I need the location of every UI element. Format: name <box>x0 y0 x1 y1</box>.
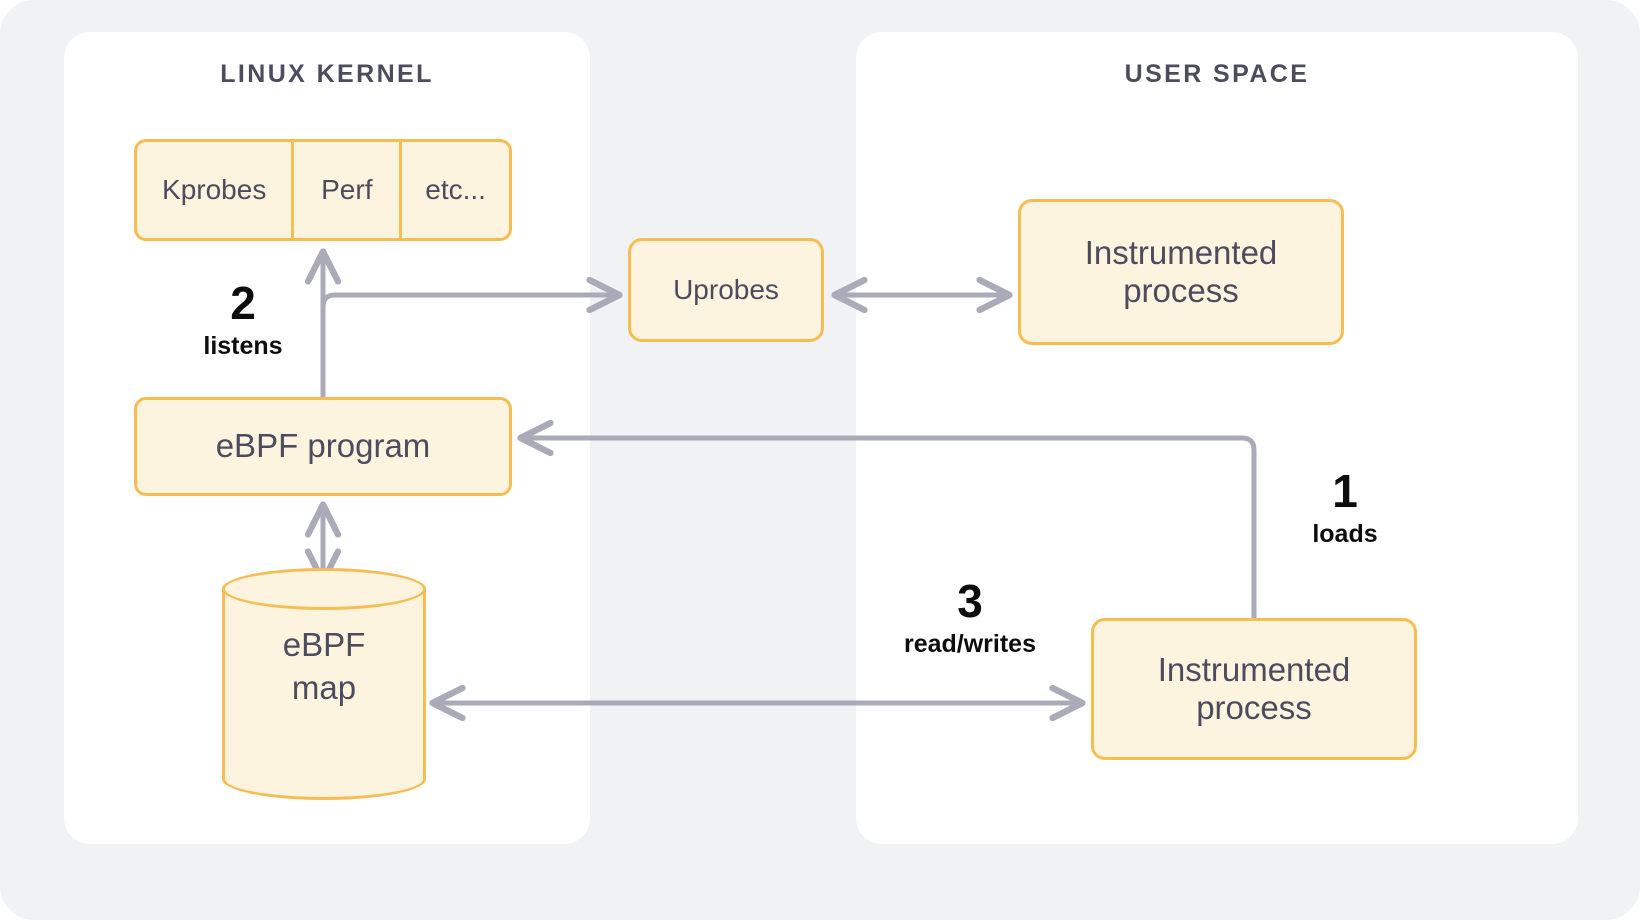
step-2-number: 2 <box>230 277 256 329</box>
panel-title-linux-kernel: LINUX KERNEL <box>220 60 434 88</box>
panel-title-user-space: USER SPACE <box>1124 60 1310 88</box>
step-3-number: 3 <box>957 575 983 627</box>
node-probe-strip[interactable]: Kprobes Perf etc... <box>134 139 512 241</box>
node-ebpf-program[interactable]: eBPF program <box>134 397 512 496</box>
step-3-caption: read/writes <box>903 630 1036 658</box>
node-instrumented-process-top-label: Instrumented process <box>1084 233 1278 309</box>
node-uprobes[interactable]: Uprobes <box>628 238 824 342</box>
node-ebpf-map-label: eBPF map <box>282 626 366 706</box>
step-label-1: 1 loads <box>1272 468 1418 549</box>
node-instrumented-process-bottom[interactable]: Instrumented process <box>1091 618 1417 760</box>
node-instrumented-process-top[interactable]: Instrumented process <box>1018 199 1344 345</box>
step-label-3: 3 read/writes <box>874 578 1066 659</box>
step-1-caption: loads <box>1312 520 1378 548</box>
step-2-caption: listens <box>203 332 283 360</box>
step-1-number: 1 <box>1332 465 1358 517</box>
probe-cell-kprobes[interactable]: Kprobes <box>162 174 267 205</box>
node-ebpf-map[interactable]: eBPF map <box>222 568 426 800</box>
cylinder-top-shape <box>222 568 426 610</box>
probe-cell-etc[interactable]: etc... <box>399 142 509 238</box>
probe-cell-perf[interactable]: Perf <box>291 142 399 238</box>
node-ebpf-program-label: eBPF program <box>215 427 431 465</box>
node-instrumented-process-bottom-label: Instrumented process <box>1157 650 1351 726</box>
step-label-2: 2 listens <box>170 280 316 361</box>
cylinder-body-shape <box>222 589 426 779</box>
node-uprobes-label: Uprobes <box>673 273 779 305</box>
